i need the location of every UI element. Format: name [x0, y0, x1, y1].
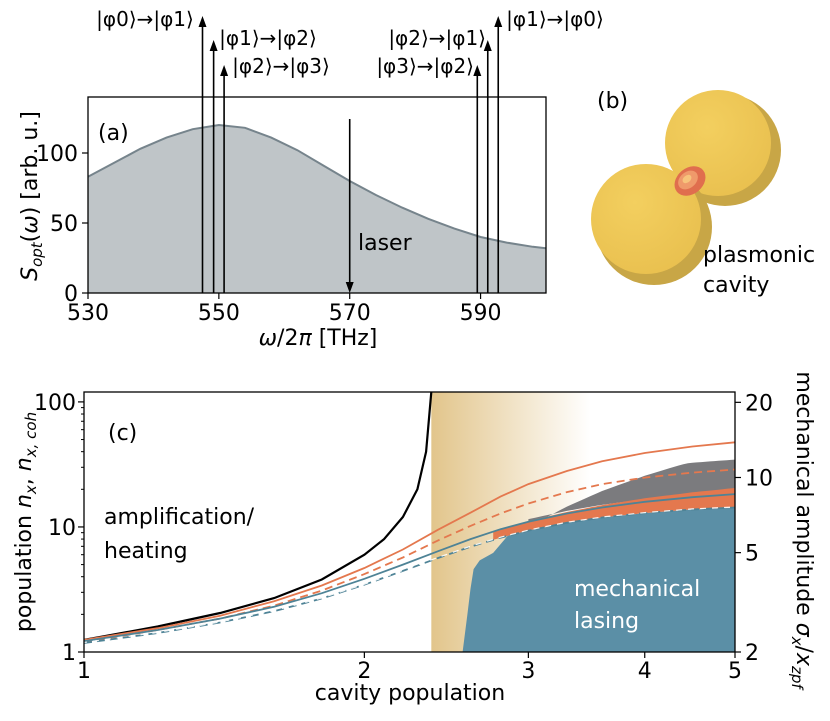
- x-tick-label: 570: [329, 301, 371, 326]
- y-tick-right-label: 5: [745, 542, 759, 567]
- panel-a-ticks: 530 550 570 590 0 50 100: [36, 142, 502, 326]
- panel-a: 530 550 570 590 0 50 100 |φ0⟩→|φ1⟩ |φ1⟩→|φ2⟩ |φ2…: [18, 7, 604, 351]
- laser-arrowhead: [345, 282, 354, 293]
- transition-arrowhead: [220, 65, 229, 76]
- x-tick-label: 530: [67, 301, 109, 326]
- orange-region: [493, 488, 735, 540]
- panel-a-frame: [87, 96, 547, 294]
- spectrum-line: [88, 123, 546, 250]
- panel-c-xlabel: cavity population: [315, 681, 505, 706]
- panel-c-ylabel-left: population nx, nx, coh: [12, 412, 40, 632]
- transition-label: |φ1⟩→|φ0⟩: [506, 7, 604, 31]
- transition-label: |φ0⟩→|φ1⟩: [96, 7, 194, 31]
- y-tick-left-label: 1: [62, 641, 76, 666]
- region-lasing-line1: mechanical: [574, 577, 700, 602]
- region-amplification-line2: heating: [104, 539, 188, 564]
- region-amplification-line1: amplification/: [104, 505, 255, 530]
- x-tick-label: 2: [357, 659, 371, 684]
- y-tick-right-label: 10: [745, 466, 773, 491]
- x-tick-label: 4: [638, 659, 652, 684]
- transition-arrowhead: [198, 16, 207, 27]
- plasmonic-dimer-illustration: [591, 90, 781, 285]
- transition-arrowhead: [209, 40, 218, 51]
- panel-c-frame: [83, 391, 736, 653]
- nanoparticle-lower: [591, 164, 701, 274]
- gray-region: [528, 459, 735, 527]
- white-dashed-overlay: [84, 506, 735, 644]
- y-tick-left-label: 100: [34, 391, 76, 416]
- x-tick-label: 5: [728, 659, 742, 684]
- panel-b: (b) plasmonic cavity: [591, 89, 815, 298]
- panel-a-xlabel: ω/2π [THz]: [259, 326, 378, 351]
- x-tick-label: 590: [460, 301, 502, 326]
- blue-solid-curve: [84, 493, 735, 643]
- transition-arrowhead: [483, 40, 492, 51]
- black-curve: [84, 392, 433, 641]
- lasing-region: [462, 507, 735, 652]
- transition-arrowhead: [473, 65, 482, 76]
- panel-b-label: (b): [597, 89, 628, 114]
- y-tick-label: 100: [36, 142, 78, 167]
- transition-arrowhead: [494, 16, 503, 27]
- y-tick-label: 0: [64, 282, 78, 307]
- orange-dashed-curve: [84, 468, 735, 643]
- gap-hotspot-inner: [682, 174, 692, 184]
- transition-label: |φ3⟩→|φ2⟩: [376, 54, 474, 78]
- laser-label: laser: [358, 231, 413, 256]
- panel-c-label: (c): [108, 421, 137, 446]
- plasmonic-caption-line2: cavity: [703, 273, 769, 298]
- plasmonic-caption-line1: plasmonic: [703, 243, 815, 268]
- y-tick-left-label: 10: [48, 516, 76, 541]
- laser-arrow: [345, 119, 354, 293]
- x-tick-label: 550: [198, 301, 240, 326]
- x-tick-label: 3: [521, 659, 535, 684]
- panel-c-ylabel-right: mechanical amplitude σx/xzpf: [788, 371, 816, 691]
- y-tick-label: 50: [50, 212, 78, 237]
- panel-a-label: (a): [98, 121, 129, 146]
- orange-solid-curve: [84, 441, 735, 641]
- transition-label: |φ2⟩→|φ3⟩: [232, 54, 330, 78]
- transition-label: |φ1⟩→|φ2⟩: [219, 26, 317, 50]
- transition-arrows: |φ0⟩→|φ1⟩ |φ1⟩→|φ2⟩ |φ2⟩→|φ3⟩ |φ3⟩→|φ2⟩ |φ2⟩…: [96, 7, 604, 293]
- population-curves: [84, 392, 735, 644]
- transition-label: |φ2⟩→|φ1⟩: [388, 26, 486, 50]
- region-lasing-line2: lasing: [574, 609, 639, 634]
- panel-a-ylabel: Sopt(ω) [arb. u.]: [18, 111, 46, 281]
- x-tick-label: 1: [77, 659, 91, 684]
- y-tick-right-label: 20: [745, 391, 773, 416]
- y-tick-right-label: 2: [745, 641, 759, 666]
